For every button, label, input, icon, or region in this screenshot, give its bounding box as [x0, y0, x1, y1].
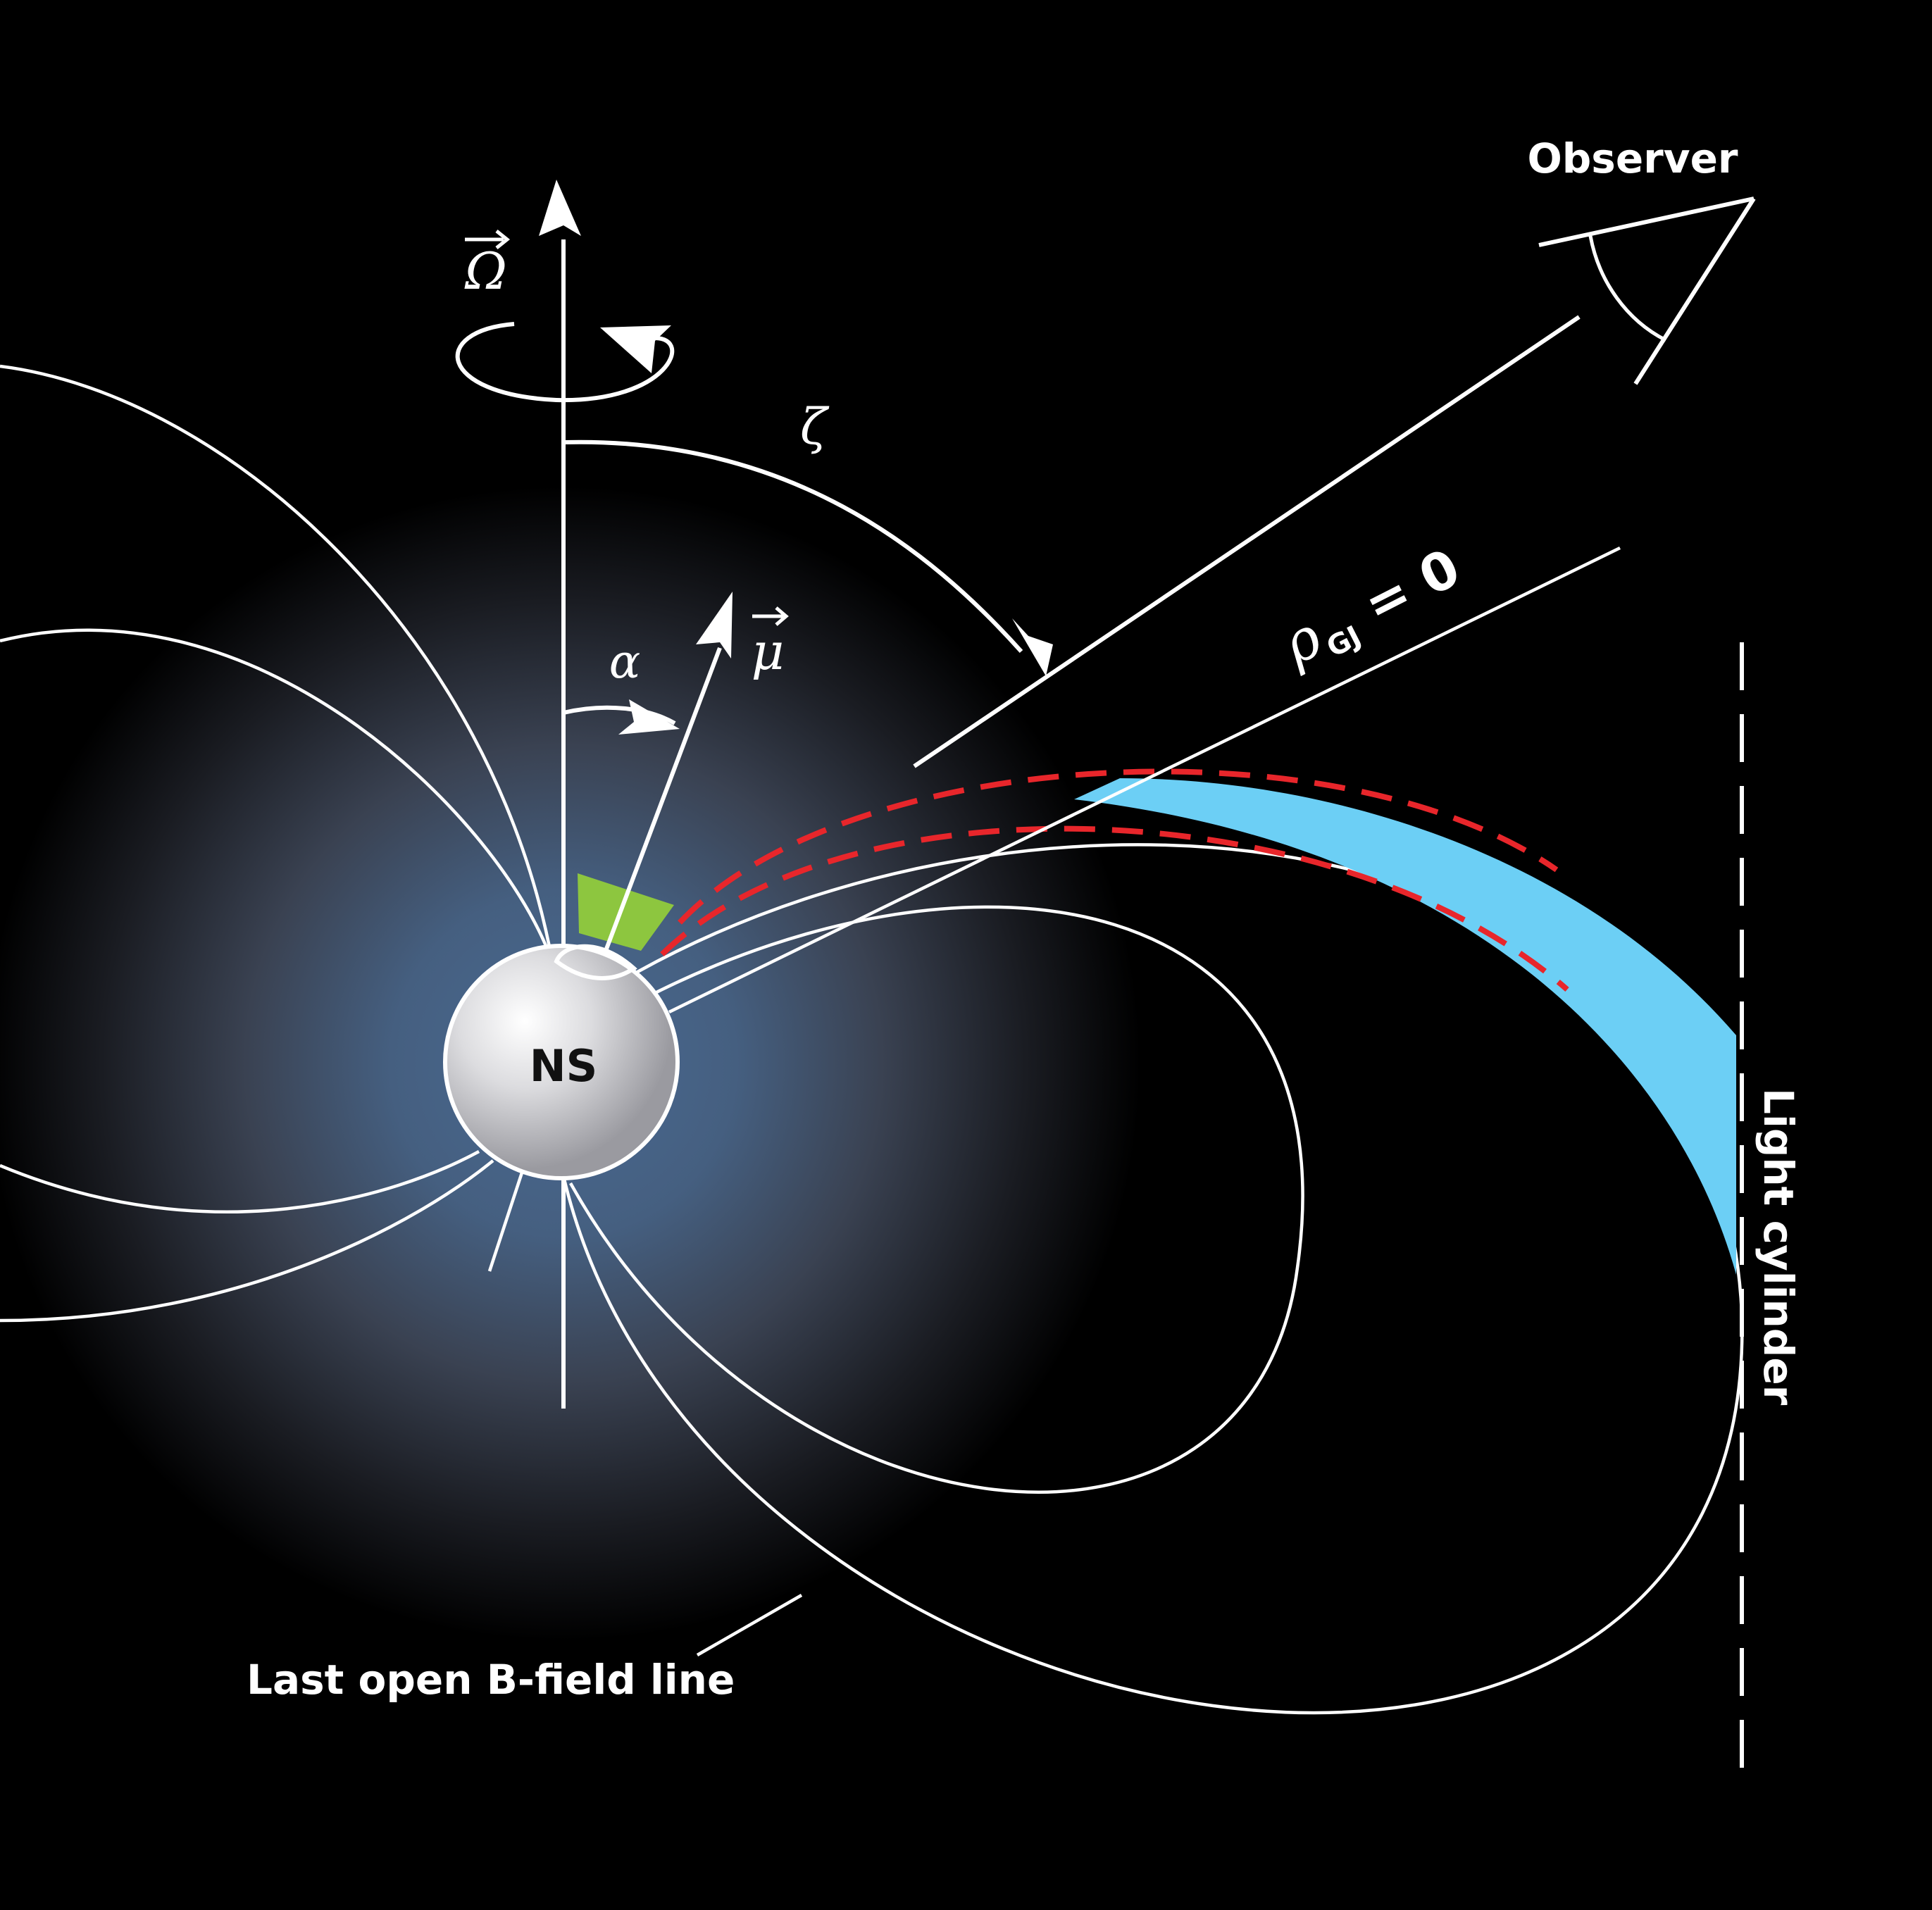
- magnetic-moment-arrowhead: [696, 592, 733, 658]
- zeta-label: ζ: [800, 398, 830, 456]
- zeta-arc: [563, 439, 1023, 654]
- field-line-stub: [487, 1170, 525, 1272]
- rotation-axis-arrowhead: [539, 180, 581, 236]
- light-cylinder-label: Light cylinder: [1755, 1088, 1802, 1406]
- null-charge-boundary-upper: [678, 768, 1559, 925]
- field-line-left-2: [0, 628, 551, 955]
- mu-label: μ: [752, 622, 785, 681]
- alpha-arc: [563, 705, 676, 725]
- omega-label: Ω: [464, 242, 507, 301]
- zeta-arc-arrowhead: [1012, 618, 1053, 676]
- field-line-left-1: [0, 364, 555, 966]
- last-open-field-line-label: Last open B-field line: [247, 1656, 735, 1704]
- omega-symbol: Ω: [464, 230, 511, 301]
- field-line-left-4: [0, 1159, 494, 1323]
- outer-gap-region: [1074, 778, 1736, 1275]
- magnetic-moment-vector: [604, 647, 722, 952]
- polar-cap: [578, 873, 674, 951]
- field-line-left-3: [0, 1150, 480, 1213]
- last-open-callout-leader: [696, 1594, 803, 1656]
- neutron-star: [443, 944, 680, 1180]
- alpha-label: α: [609, 635, 641, 689]
- mu-symbol: μ: [752, 606, 789, 681]
- polar-cap-outline: [554, 944, 637, 980]
- last-open-field-line: [561, 1175, 1744, 1715]
- rotation-arrow-icon: [455, 322, 675, 403]
- closed-field-loop-inner: [569, 905, 1304, 1494]
- observer-label: Observer: [1527, 135, 1738, 182]
- eye-icon: [1538, 196, 1756, 385]
- ns-label: NS: [530, 1040, 598, 1092]
- alpha-arc-arrowhead: [618, 699, 680, 735]
- line-of-sight: [913, 315, 1581, 768]
- null-charge-boundary-lower: [660, 825, 1569, 992]
- null-charge-surface-line: [668, 546, 1621, 1014]
